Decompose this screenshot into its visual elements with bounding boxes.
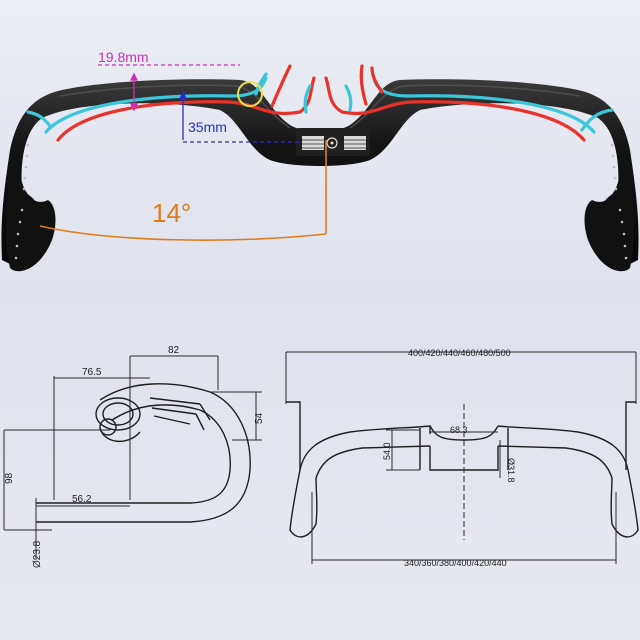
right-drop-render: [584, 160, 635, 272]
reach-outer-label: 82: [168, 345, 180, 356]
hook-reach-label: 56.2: [72, 494, 92, 505]
flare-dimension: [39, 140, 327, 241]
brake-cable-right: [324, 76, 586, 142]
center-width-label: 68.3: [450, 425, 468, 435]
side-view-drawing: 76.5 82 54 98 56.2 Ø23.8: [3, 345, 265, 568]
width-top-label: 400/420/440/460/480/500: [408, 348, 511, 358]
highlight-circle: [237, 81, 263, 107]
rise-label: 35mm: [188, 119, 227, 135]
grip-dots: [14, 143, 628, 260]
clamp-dia-label: Ø31.8: [506, 458, 516, 483]
bar-height-dimension: [98, 64, 240, 112]
drop-upper-label: 54: [254, 412, 265, 424]
width-bottom-label: 340/360/380/400/420/440: [404, 558, 507, 568]
clamp-height-label: 54.0: [382, 442, 392, 460]
drop-total-label: 98: [4, 472, 15, 484]
handlebar-render: [1, 79, 639, 268]
flare-label: 14°: [152, 198, 191, 228]
stem-clamp-render: [296, 128, 370, 156]
rise-dimension: [179, 90, 300, 143]
reach-inner-label: 76.5: [82, 367, 102, 378]
tube-dia-label: Ø23.8: [32, 540, 43, 568]
front-view-drawing: 400/420/440/460/480/500 340/360/380/400/…: [285, 348, 639, 568]
bar-height-label: 19.8mm: [98, 49, 149, 65]
render-view: 19.8mm 35mm 14°: [1, 49, 639, 272]
left-drop-render: [5, 160, 56, 272]
